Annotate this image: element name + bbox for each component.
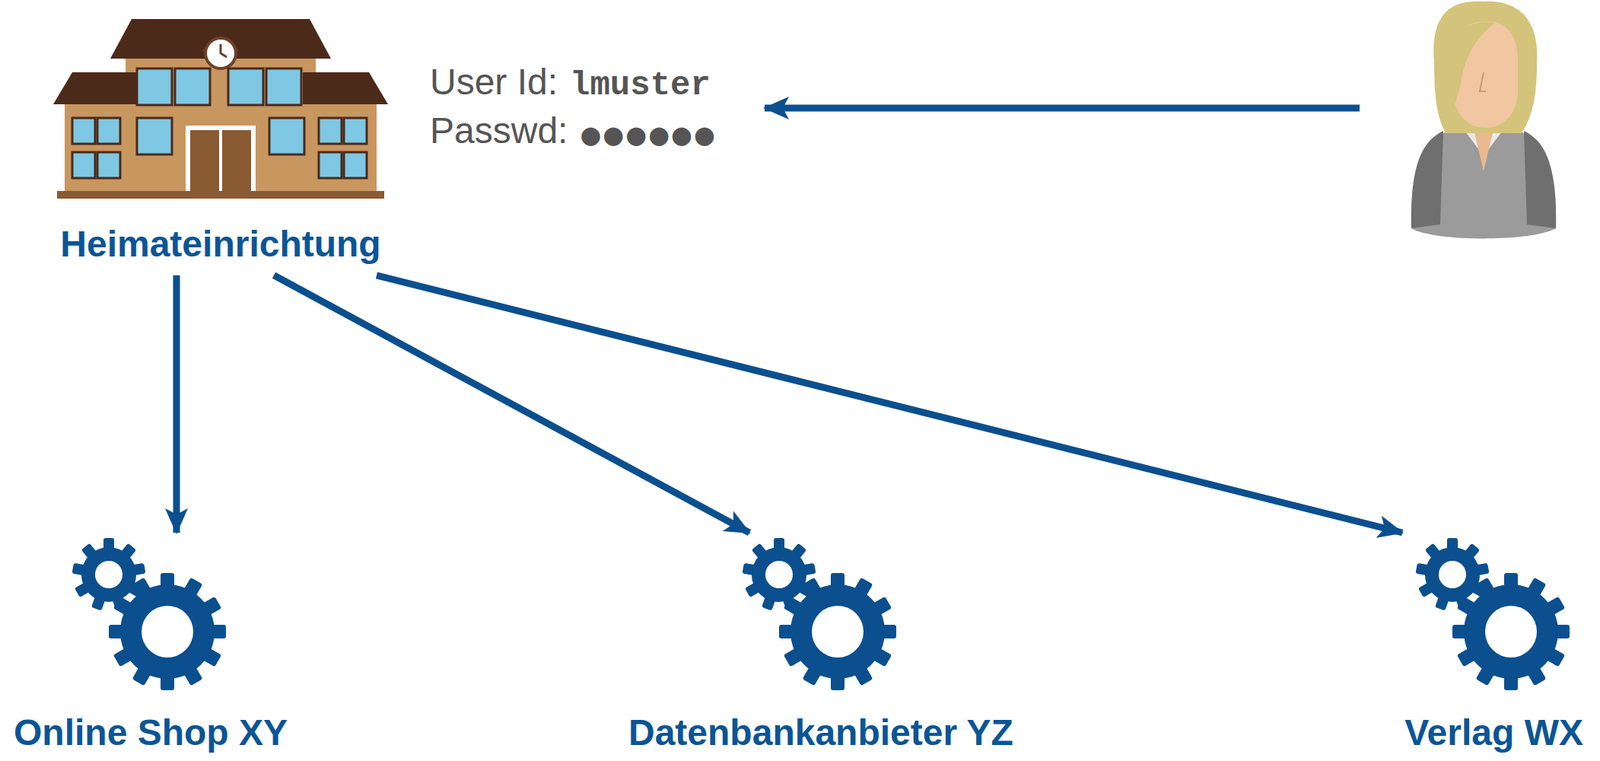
gear-icon [66, 532, 235, 697]
credential-key: User Id: [429, 62, 558, 103]
credential-value: ●●●●●● [579, 120, 717, 150]
service-provider: Verlag WX [1398, 532, 1590, 754]
credential-arrow [764, 104, 1360, 112]
node-label: Verlag WX [1404, 712, 1584, 754]
connector-arrow [376, 275, 1403, 533]
building-icon [53, 19, 389, 202]
service-provider: Online Shop XY [7, 532, 294, 754]
node-label: Heimateinrichtung [60, 224, 381, 265]
person-figure [1411, 1, 1556, 239]
service-provider: Datenbankanbieter YZ [622, 532, 1020, 754]
node-label: Datenbankanbieter YZ [628, 712, 1014, 754]
connector-arrow [273, 275, 750, 533]
node-label: Online Shop XY [13, 712, 288, 754]
connector-arrow [173, 275, 181, 533]
credential-line: Passwd: ●●●●●● [429, 111, 717, 152]
home-institution: Heimateinrichtung [30, 19, 411, 265]
credential-line: User Id: lmuster [429, 62, 711, 105]
gear-icon [737, 532, 905, 697]
gear-icon [1410, 532, 1578, 697]
credential-key: Passwd: [429, 111, 568, 152]
credential-value: lmuster [569, 66, 711, 105]
